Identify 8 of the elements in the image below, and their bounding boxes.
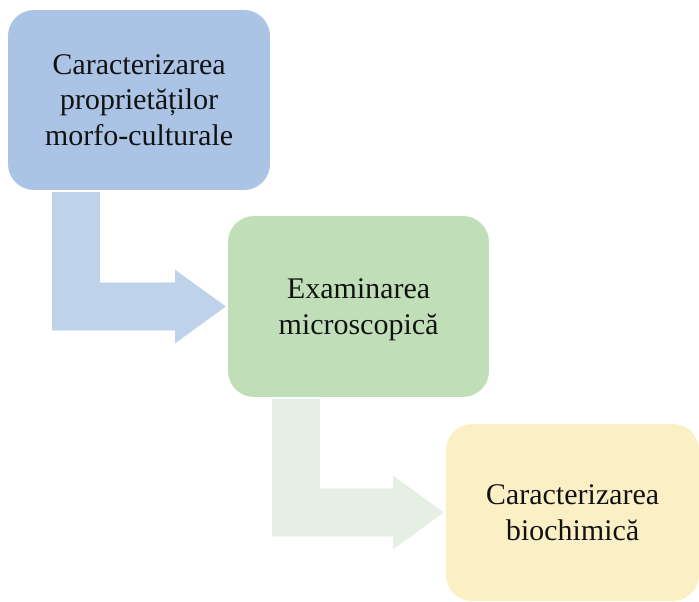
box-label: Examinarea microscopică (278, 271, 440, 342)
box-label: Caracterizarea proprietăților morfo-culturale (44, 47, 234, 153)
box-label: Caracterizarea biochimică (484, 477, 660, 548)
process-box (446, 424, 699, 601)
process-box (228, 216, 489, 397)
bent-arrow (52, 192, 226, 344)
process-box (8, 10, 270, 190)
bent-arrow (272, 399, 444, 550)
